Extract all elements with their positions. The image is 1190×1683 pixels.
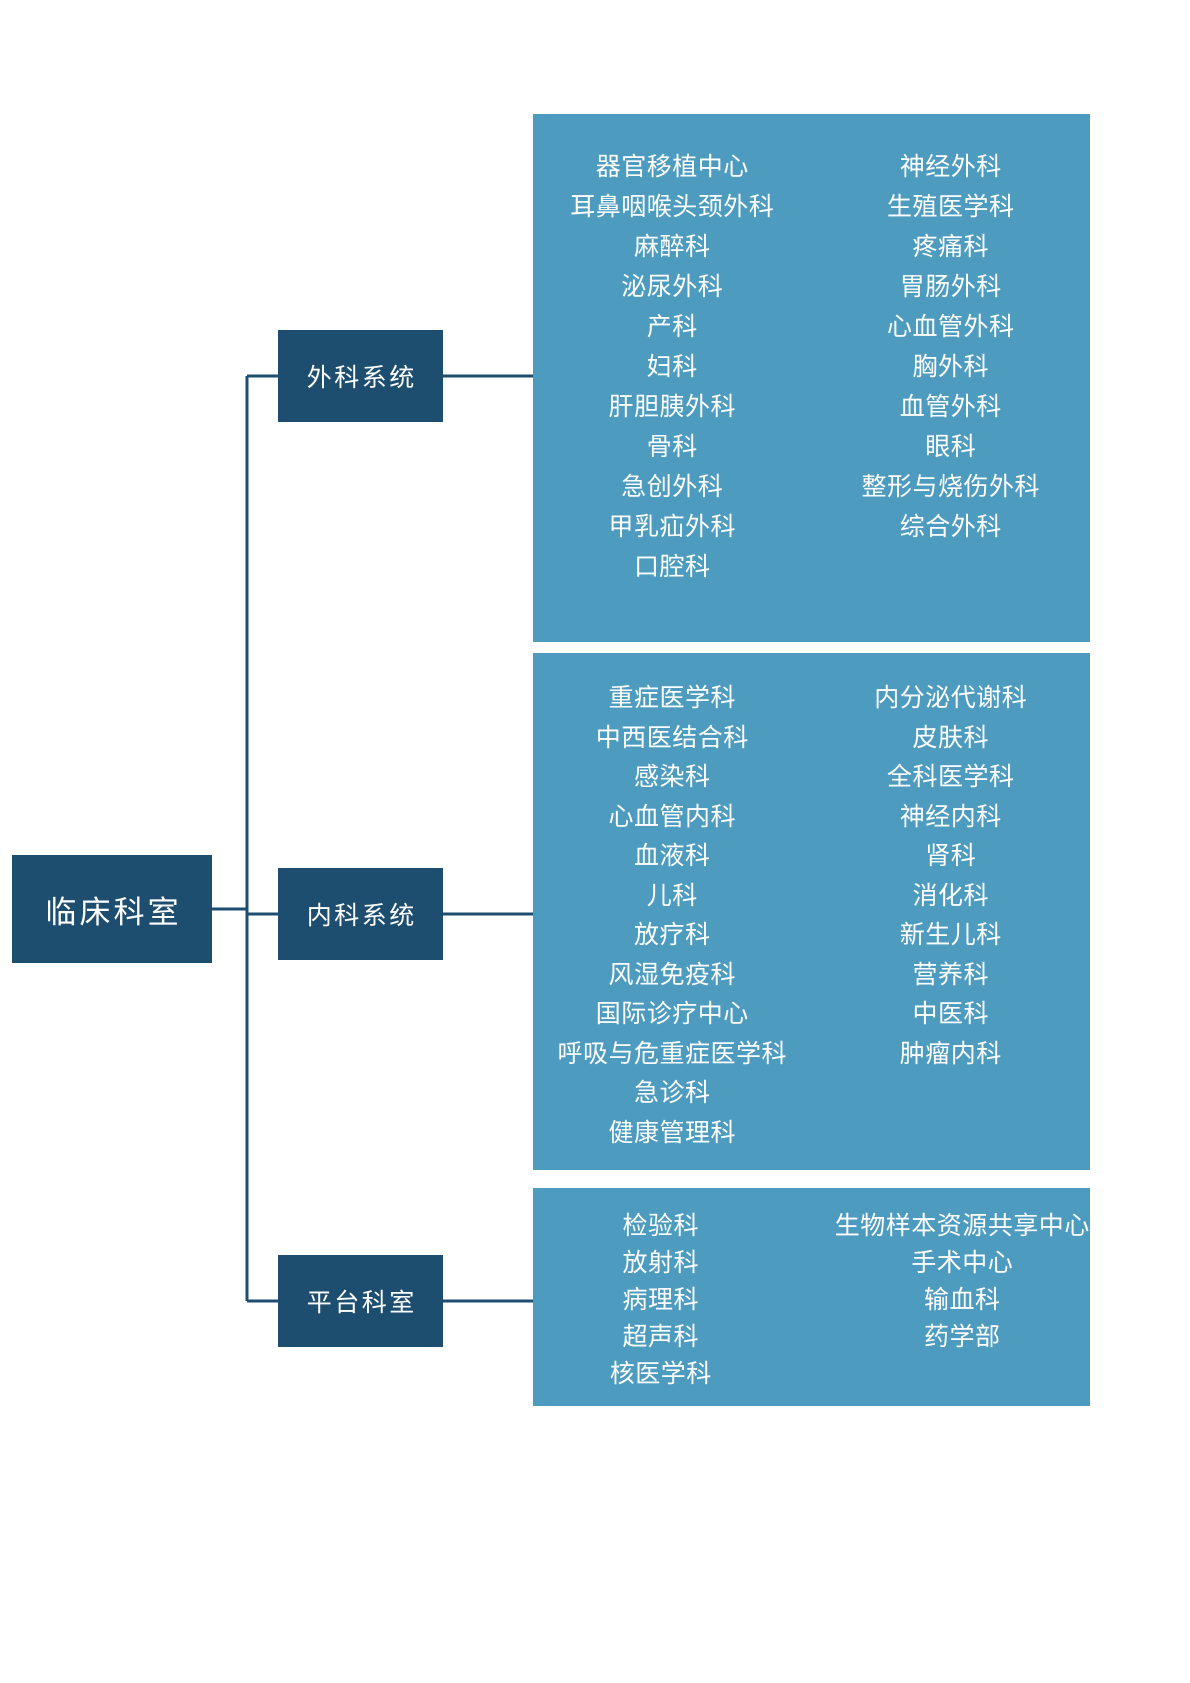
department-item[interactable]: 甲乳疝外科 bbox=[608, 514, 736, 541]
department-item[interactable]: 胸外科 bbox=[912, 354, 989, 381]
department-item[interactable]: 病理科 bbox=[622, 1287, 699, 1314]
department-item[interactable]: 综合外科 bbox=[899, 514, 1002, 541]
panel-internal-medicine-departments: 重症医学科 中西医结合科 感染科 心血管内科 血液科 儿科 放疗科 风湿免疫科 … bbox=[533, 653, 1090, 1170]
department-item[interactable]: 手术中心 bbox=[911, 1250, 1014, 1277]
node-branch-platform-departments[interactable]: 平台科室 bbox=[278, 1255, 443, 1347]
department-item[interactable]: 中西医结合科 bbox=[595, 724, 749, 752]
department-item[interactable]: 中医科 bbox=[912, 1001, 989, 1028]
panel-surgery-left-column: 器官移植中心 耳鼻咽喉头颈外科 麻醉科 泌尿外科 产科 妇科 肝胆胰外科 骨科 … bbox=[533, 148, 812, 642]
department-item[interactable]: 营养科 bbox=[912, 961, 989, 989]
panel-internal-left-column: 重症医学科 中西医结合科 感染科 心血管内科 血液科 儿科 放疗科 风湿免疫科 … bbox=[533, 679, 812, 1170]
department-item[interactable]: 消化科 bbox=[912, 882, 989, 910]
department-item[interactable]: 放疗科 bbox=[633, 922, 711, 949]
department-item[interactable]: 血管外科 bbox=[899, 394, 1002, 421]
department-item[interactable]: 眼科 bbox=[925, 434, 977, 461]
department-item[interactable]: 胃肠外科 bbox=[899, 274, 1002, 301]
department-item[interactable]: 器官移植中心 bbox=[595, 154, 749, 181]
department-item[interactable]: 急诊科 bbox=[633, 1080, 711, 1107]
department-item[interactable]: 口腔科 bbox=[633, 554, 711, 581]
department-item[interactable]: 超声科 bbox=[622, 1324, 699, 1351]
department-item[interactable]: 整形与烧伤外科 bbox=[861, 474, 1040, 501]
department-item[interactable]: 泌尿外科 bbox=[621, 274, 724, 301]
department-item[interactable]: 全科医学科 bbox=[886, 764, 1015, 791]
panel-internal-right-column: 内分泌代谢科 皮肤科 全科医学科 神经内科 肾科 消化科 新生儿科 营养科 中医… bbox=[812, 679, 1091, 1170]
department-item[interactable]: 妇科 bbox=[646, 354, 698, 381]
department-item[interactable]: 检验科 bbox=[622, 1213, 699, 1240]
department-item[interactable]: 肿瘤内科 bbox=[899, 1040, 1002, 1068]
department-item[interactable]: 心血管内科 bbox=[608, 803, 736, 831]
department-item[interactable]: 药学部 bbox=[923, 1324, 1001, 1351]
department-item[interactable]: 生殖医学科 bbox=[886, 194, 1015, 221]
department-item[interactable]: 内分泌代谢科 bbox=[874, 685, 1028, 712]
department-item[interactable]: 肝胆胰外科 bbox=[608, 394, 736, 421]
panel-platform-right-column: 生物样本资源共享中心 手术中心 输血科 药学部 bbox=[835, 1208, 1091, 1406]
department-item[interactable]: 风湿免疫科 bbox=[608, 961, 736, 989]
department-item[interactable]: 重症医学科 bbox=[608, 685, 736, 712]
node-branch-internal-medicine-system[interactable]: 内科系统 bbox=[278, 868, 443, 960]
department-item[interactable]: 肾科 bbox=[925, 843, 977, 870]
department-item[interactable]: 急创外科 bbox=[621, 474, 724, 501]
panel-platform-left-column: 检验科 放射科 病理科 超声科 核医学科 bbox=[533, 1208, 835, 1406]
panel-surgery-departments: 器官移植中心 耳鼻咽喉头颈外科 麻醉科 泌尿外科 产科 妇科 肝胆胰外科 骨科 … bbox=[533, 114, 1090, 642]
department-item[interactable]: 麻醉科 bbox=[633, 234, 711, 261]
department-item[interactable]: 皮肤科 bbox=[912, 724, 989, 752]
department-item[interactable]: 国际诊疗中心 bbox=[595, 1001, 749, 1028]
department-item[interactable]: 输血科 bbox=[923, 1287, 1001, 1314]
department-item[interactable]: 疼痛科 bbox=[912, 234, 989, 261]
department-item[interactable]: 骨科 bbox=[646, 434, 698, 461]
panel-platform-departments: 检验科 放射科 病理科 超声科 核医学科 生物样本资源共享中心 手术中心 输血科… bbox=[533, 1188, 1090, 1406]
department-item[interactable]: 神经内科 bbox=[899, 803, 1002, 831]
department-item[interactable]: 新生儿科 bbox=[899, 922, 1002, 949]
department-item[interactable]: 核医学科 bbox=[609, 1361, 712, 1388]
department-item[interactable]: 产科 bbox=[646, 314, 698, 341]
node-root-clinical-departments[interactable]: 临床科室 bbox=[12, 855, 212, 963]
department-item[interactable]: 呼吸与危重症医学科 bbox=[557, 1040, 787, 1068]
department-item[interactable]: 心血管外科 bbox=[886, 314, 1015, 341]
department-item[interactable]: 儿科 bbox=[646, 882, 698, 910]
panel-surgery-right-column: 神经外科 生殖医学科 疼痛科 胃肠外科 心血管外科 胸外科 血管外科 眼科 整形… bbox=[812, 148, 1091, 642]
node-branch-surgery-system[interactable]: 外科系统 bbox=[278, 330, 443, 422]
department-item[interactable]: 感染科 bbox=[633, 764, 711, 791]
department-item[interactable]: 放射科 bbox=[622, 1250, 699, 1277]
department-item[interactable]: 耳鼻咽喉头颈外科 bbox=[570, 194, 775, 221]
department-item[interactable]: 血液科 bbox=[633, 843, 711, 870]
department-item[interactable]: 神经外科 bbox=[899, 154, 1002, 181]
department-item[interactable]: 健康管理科 bbox=[608, 1119, 736, 1147]
department-item[interactable]: 生物样本资源共享中心 bbox=[834, 1213, 1090, 1240]
